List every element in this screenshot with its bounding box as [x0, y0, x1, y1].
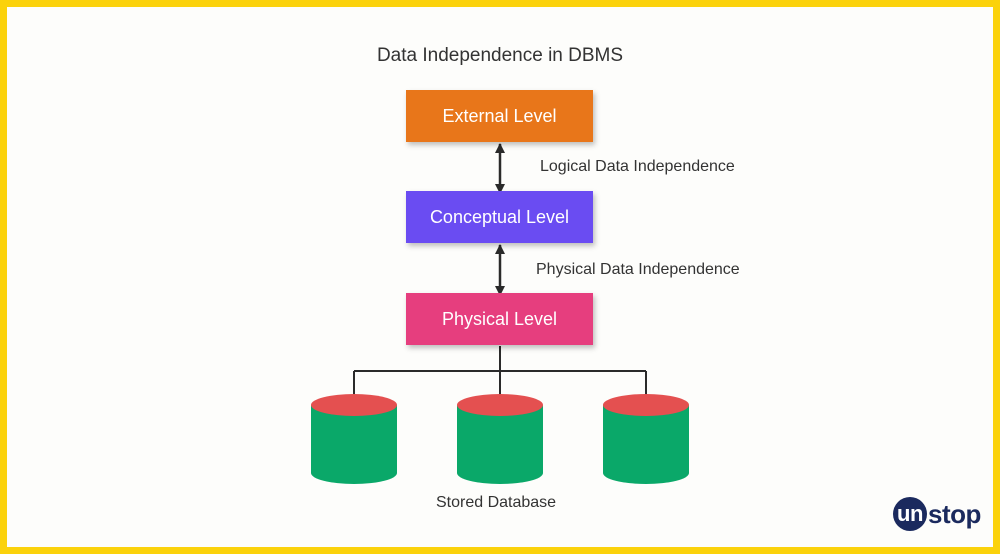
database-cylinders: [311, 394, 689, 484]
database-cylinder: [457, 394, 543, 484]
cylinder-top: [603, 394, 689, 416]
connectors-and-databases: [311, 143, 689, 484]
conceptual-level-label: Conceptual Level: [429, 206, 570, 227]
storage-connector: [353, 346, 647, 397]
cylinder-body: [311, 405, 397, 484]
cylinder-body: [457, 405, 543, 484]
conceptual-level-box: Conceptual Level: [406, 191, 593, 243]
diagram-title: Data Independence in DBMS: [376, 45, 624, 66]
cylinder-top: [311, 394, 397, 416]
physical-independence-label: Physical Data Independence: [536, 261, 740, 278]
stored-database-label: Stored Database: [436, 494, 557, 511]
external-level-label: External Level: [442, 105, 557, 126]
external-level-box: External Level: [406, 90, 593, 142]
logical-independence-label: Logical Data Independence: [540, 158, 735, 175]
logo-text: stop: [928, 498, 981, 529]
database-cylinder: [603, 394, 689, 484]
cylinder-body: [603, 405, 689, 484]
database-cylinder: [311, 394, 397, 484]
unstop-logo: un stop: [893, 497, 981, 531]
physical-level-label: Physical Level: [441, 308, 558, 329]
physical-level-box: Physical Level: [406, 293, 593, 345]
logo-circle: un: [893, 497, 927, 531]
cylinder-top: [457, 394, 543, 416]
